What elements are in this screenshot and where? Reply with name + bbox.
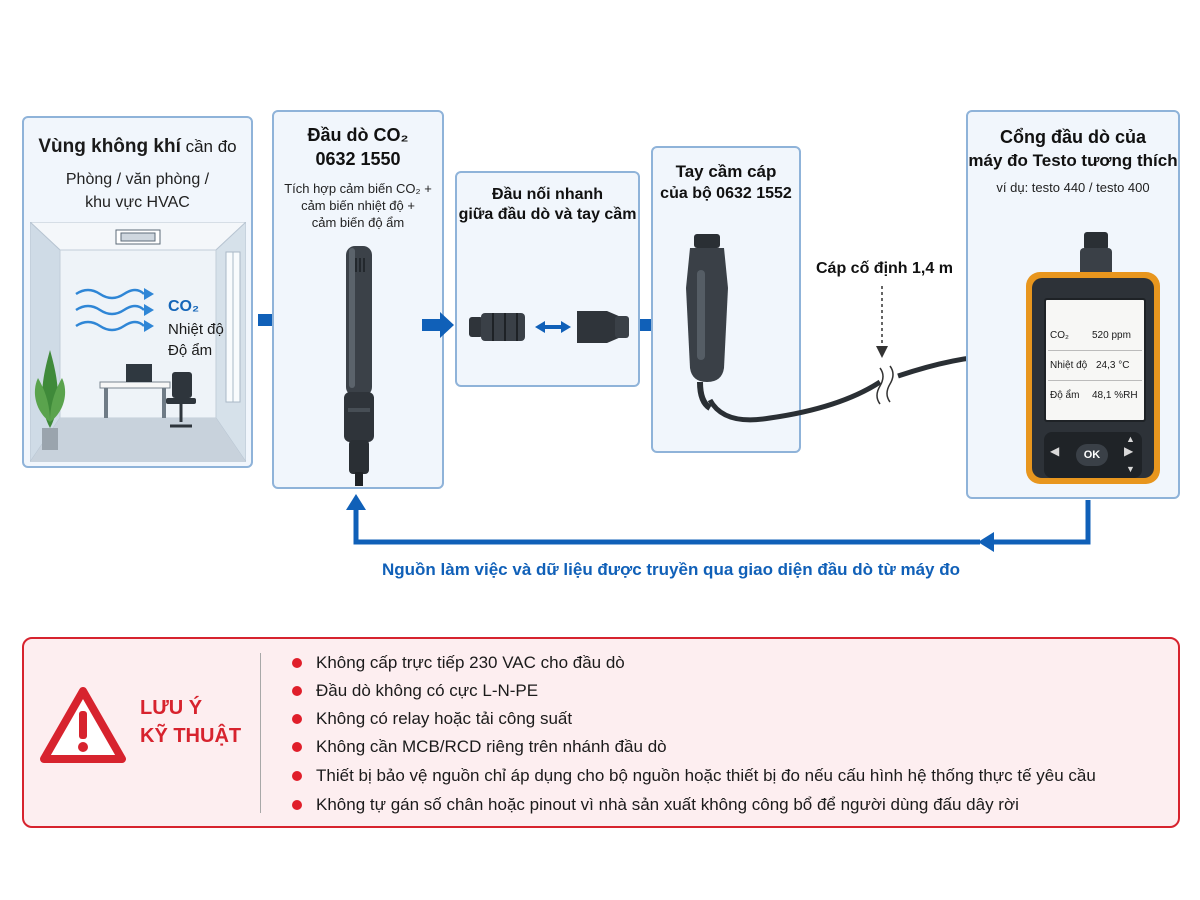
air-zone-panel: Vùng không khí cần đo Phòng / văn phòng … <box>22 116 253 468</box>
quick-connector-title: Đầu nối nhanh <box>491 186 604 203</box>
cable-length-label: Cáp cố định 1,4 m <box>816 260 953 277</box>
reading-row: CO₂ 520 ppm <box>1050 330 1131 341</box>
flow-arrow-icon <box>422 312 454 338</box>
probe-title: Đầu dò CO₂ <box>307 125 409 145</box>
meter-up-button[interactable]: ▲ <box>1126 434 1135 444</box>
meter-title: Cổng đầu dò của <box>1000 127 1146 147</box>
quick-connector-subtitle: giữa đầu dò và tay cầm <box>458 206 637 223</box>
bullet-icon <box>292 658 302 668</box>
quick-connector-icon <box>469 311 629 343</box>
air-zone-title: Vùng không khí cần đo <box>38 136 237 157</box>
bullet-icon <box>292 742 302 752</box>
office-room-image <box>30 222 246 462</box>
reading-row: Nhiệt độ 24,3 °C <box>1050 360 1130 371</box>
probe-desc-1: Tích hợp cảm biến CO₂ + <box>284 181 432 196</box>
meter-subtitle: máy đo Testo tương thích <box>968 151 1178 170</box>
bullet-icon <box>292 686 302 696</box>
handle-title: Tay cầm cáp <box>675 162 777 181</box>
air-humidity-label: Độ ẩm <box>168 342 213 359</box>
cable-handle-icon <box>686 234 728 411</box>
handle-subtitle: của bộ 0632 1552 <box>660 185 792 202</box>
reading-row: Độ ẩm 48,1 %RH <box>1050 390 1138 401</box>
co2-probe-icon <box>344 246 374 486</box>
return-flow-arrow <box>346 494 1091 552</box>
meter-right-button[interactable]: ▶ <box>1124 444 1134 458</box>
meter-example: ví dụ: testo 440 / testo 400 <box>996 180 1150 195</box>
probe-panel: Đầu dò CO₂ 0632 1550 Tích hợp cảm biến C… <box>272 110 444 489</box>
probe-desc-3: cảm biến độ ẩm <box>311 215 405 230</box>
testo-meter: CO₂ 520 ppm Nhiệt độ 24,3 °C Độ ẩm 48,1 … <box>1026 272 1160 484</box>
room-illustration: CO₂ Nhiệt độ Độ ẩm <box>30 222 246 462</box>
probe-desc-2: cảm biến nhiệt độ + <box>301 198 415 213</box>
meter-screen: CO₂ 520 ppm Nhiệt độ 24,3 °C Độ ẩm 48,1 … <box>1044 298 1146 422</box>
warning-triangle-icon <box>40 687 126 763</box>
note-title-2: KỸ THUẬT <box>140 725 242 747</box>
air-co2-label: CO₂ <box>168 298 200 315</box>
probe-part-number: 0632 1550 <box>315 149 401 169</box>
flow-caption: Nguồn làm việc và dữ liệu được truyền qu… <box>382 560 960 579</box>
meter-down-button[interactable]: ▼ <box>1126 464 1135 474</box>
technical-note-panel: LƯU Ý KỸ THUẬT <box>22 637 1180 828</box>
meter-plug-icon <box>1080 232 1112 278</box>
air-zone-line1: Phòng / văn phòng / <box>65 171 210 188</box>
bullet-icon <box>292 800 302 810</box>
air-temp-label: Nhiệt độ <box>168 321 224 338</box>
bullet-icon <box>292 714 302 724</box>
quick-connector-panel: Đầu nối nhanh giữa đầu dò và tay cầm <box>455 171 640 387</box>
air-zone-line2: khu vực HVAC <box>85 194 190 211</box>
note-title-1: LƯU Ý <box>140 697 203 719</box>
note-divider <box>260 653 261 813</box>
meter-ok-button[interactable]: OK <box>1076 444 1108 466</box>
meter-left-button[interactable]: ◀ <box>1050 444 1060 458</box>
bullet-icon <box>292 771 302 781</box>
